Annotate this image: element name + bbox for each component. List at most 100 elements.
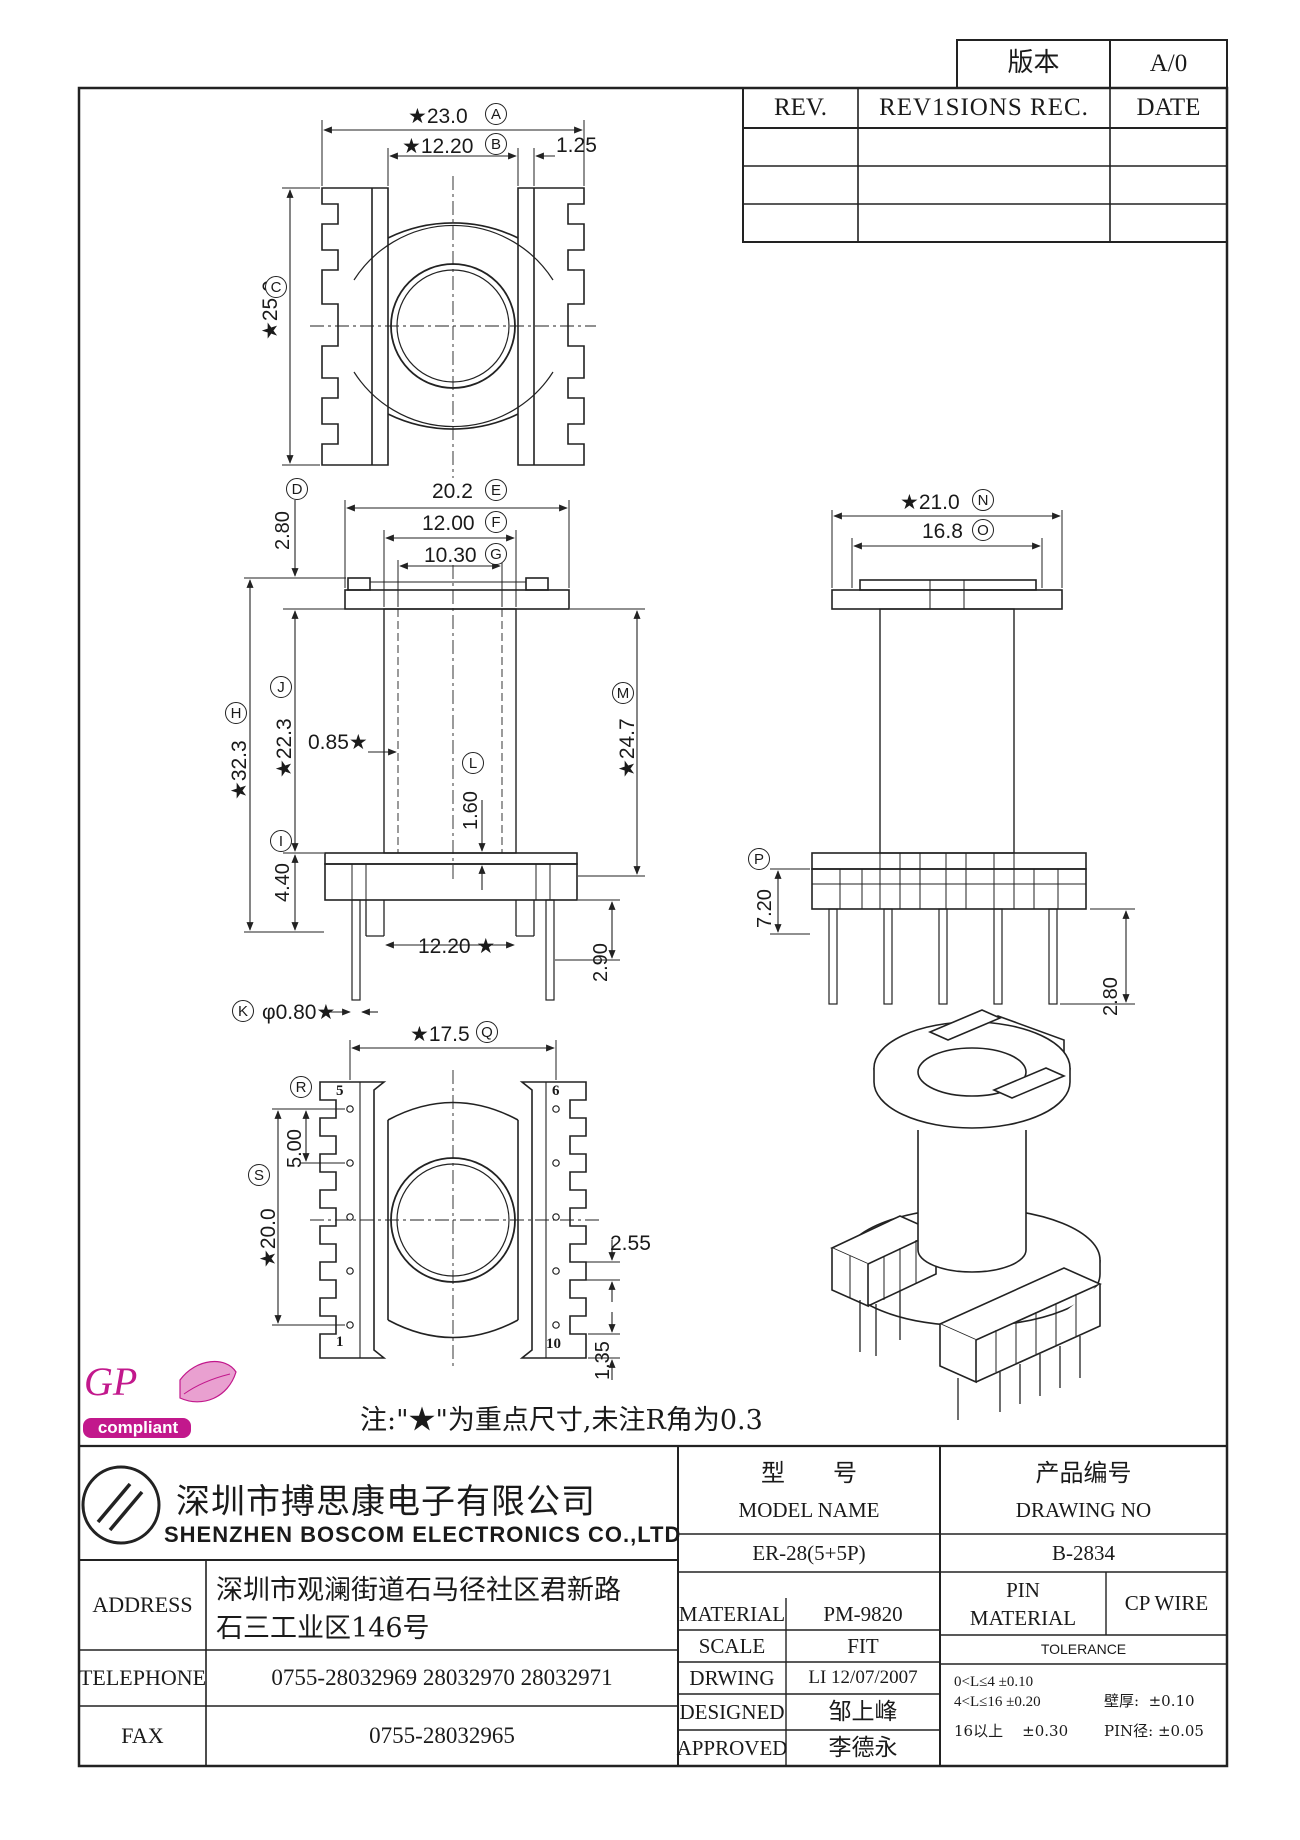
callout-F: F [485,511,507,533]
gp-logo-sub: compliant [97,1418,179,1437]
gp-logo-text: GP [84,1359,138,1404]
callout-A: A [485,103,507,125]
callout-N: N [972,489,994,511]
tolerance-label: TOLERANCE [1040,1641,1127,1658]
telephone-label: TELEPHONE [78,1665,207,1691]
fax-label: FAX [121,1723,164,1749]
drawing-label-en: DRAWING NO [1015,1497,1152,1522]
approved-label: APPROVED [676,1735,788,1760]
tolerance-3: 16以上 ±0.30 [954,1722,1069,1740]
front-view [244,500,645,1001]
pin-number-1: 1 [336,1334,344,1350]
side-view [770,510,1135,1005]
drwing-label: DRWING [689,1665,775,1690]
company-name-cn: 深圳市搏思康电子有限公司 [176,1482,596,1522]
dim-H: ★32.3 [228,740,251,800]
dim-N: ★21.0 [900,491,960,514]
material-value: PM-9820 [823,1601,903,1626]
fax-value: 0755-28032965 [369,1722,515,1748]
pin-material-value: CP WIRE [1124,1591,1209,1616]
material-label: MATERIAL [678,1601,786,1626]
drawing-note: 注:"★"为重点尺寸,未注R角为0.3 [360,1405,763,1436]
dim-F: 12.00 [422,512,475,535]
dim-P: 7.20 [754,889,776,928]
title-block-grid [79,1444,1227,1766]
dim-K: φ0.80★ [262,1001,336,1024]
address-label: ADDRESS [92,1592,193,1618]
callout-K: K [232,1000,254,1022]
side-view-dimension-lines [774,512,1130,1003]
revision-header-rec: REV1SIONS REC. [879,93,1089,121]
revision-header-date: DATE [1136,93,1201,121]
tolerance-1: 0<L≤4 ±0.10 [954,1674,1034,1690]
callout-B: B [485,133,507,155]
gp-leaf-icon [83,1360,237,1438]
dim-E: 20.2 [432,480,473,503]
callout-P: P [748,848,770,870]
telephone-value: 0755-28032969 28032970 28032971 [271,1664,613,1690]
pin-number-6: 6 [552,1083,560,1099]
dim-I: 4.40 [272,863,294,902]
model-label-en: MODEL NAME [738,1497,880,1522]
callout-J: J [270,676,292,698]
dim-pin-len: 2.80 [1100,977,1122,1016]
dim-pin-spacing: 12.20 ★ [418,935,496,958]
tolerance-wall: 壁厚: ±0.10 [1104,1692,1195,1710]
top-view [282,120,596,478]
front-view-dimension-lines [246,500,641,1016]
drwing-value: LI 12/07/2007 [808,1667,918,1689]
bottom-view-dimension-lines [274,1044,616,1380]
scale-value: FIT [847,1633,879,1658]
dim-J: ★22.3 [273,718,296,778]
dim-Q: ★17.5 [410,1023,470,1046]
callout-L: L [462,752,484,774]
drawing-label-cn: 产品编号 [1035,1459,1132,1488]
callout-O: O [972,519,994,541]
dim-edge: 1.35 [592,1341,614,1380]
callout-R: R [290,1076,312,1098]
address-line2: 石三工业区146号 [216,1613,430,1644]
company-name-en: SHENZHEN BOSCOM ELECTRONICS CO.,LTD [164,1522,682,1547]
callout-H: H [225,702,247,724]
dim-O: 16.8 [922,520,963,543]
dim-pin-offset: 1.25 [556,134,597,157]
isometric-view [830,1009,1102,1420]
callout-C: C [265,276,287,298]
scale-label: SCALE [698,1633,766,1658]
designed-label: DESIGNED [679,1699,785,1724]
drawing-value: B-2834 [1052,1540,1115,1565]
model-label-cn: 型 号 [761,1459,857,1488]
pin-number-5: 5 [336,1083,344,1099]
dim-B: ★12.20 [402,135,474,158]
callout-G: G [485,543,507,565]
version-label: 版本 [1007,48,1060,79]
dim-D: 2.80 [272,511,294,550]
approved-value: 李德永 [828,1734,898,1761]
dim-slot: 2.55 [610,1232,651,1255]
boscom-logo-icon [81,1465,161,1545]
dim-wall: 0.85★ [308,731,368,754]
callout-I: I [270,830,292,852]
dim-C: ★25.0 [259,280,282,340]
pin-number-10: 10 [546,1336,561,1352]
dim-R-pitch: 5.00 [284,1129,306,1168]
tolerance-2: 4<L≤16 ±0.20 [954,1694,1041,1710]
model-value: ER-28(5+5P) [752,1540,866,1565]
pin-material-label-2: MATERIAL [969,1605,1077,1630]
dim-G: 10.30 [424,544,477,567]
top-view-dimension-lines [286,126,583,464]
dim-pin-drop: 2.90 [590,943,612,982]
dim-S: ★20.0 [257,1208,280,1268]
dim-M: ★24.7 [616,718,639,778]
revision-header-rev: REV. [773,93,828,121]
tolerance-pin: PIN径: ±0.05 [1104,1722,1204,1740]
revision-table [742,87,1228,243]
designed-value: 邹上峰 [828,1698,898,1725]
dim-L: 1.60 [460,791,482,830]
callout-E: E [485,479,507,501]
bottom-view [272,1040,620,1370]
callout-D: D [286,478,308,500]
callout-M: M [612,682,634,704]
version-value: A/0 [1149,49,1188,77]
